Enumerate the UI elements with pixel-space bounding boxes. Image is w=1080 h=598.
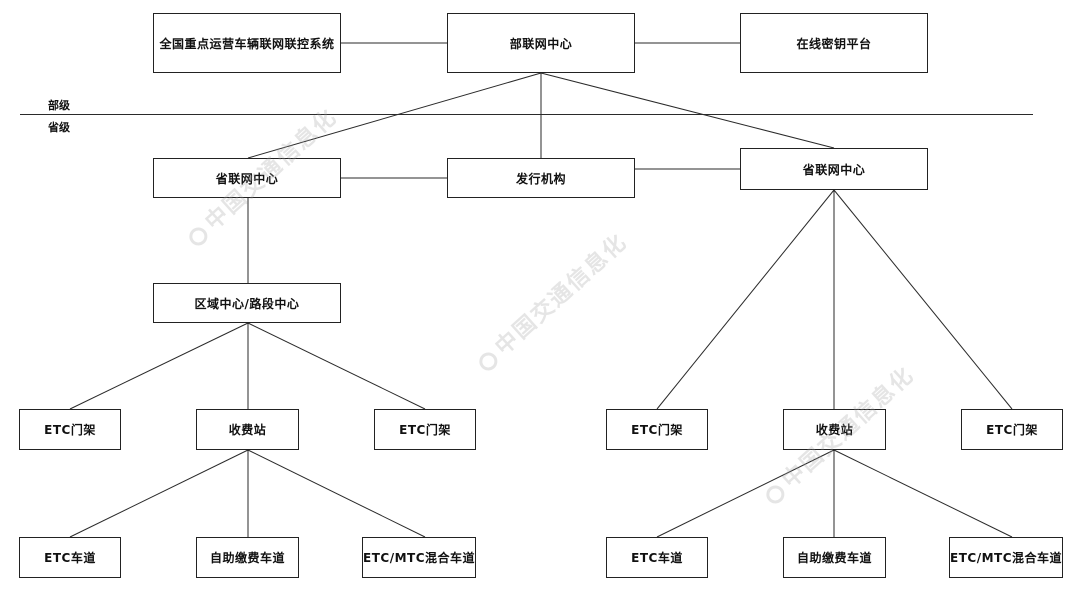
node-right-lane-self: 自助缴费车道 <box>783 537 886 578</box>
edge-province-right-gantry-a <box>656 189 835 410</box>
edge-right-toll-lane-mixed <box>833 449 1013 538</box>
edge-right-toll-lane-etc <box>656 449 835 538</box>
node-regional-center: 区域中心/路段中心 <box>153 283 341 323</box>
edge-ministry-province-left <box>247 72 542 159</box>
edge-left-toll-lane-etc <box>69 449 249 538</box>
node-left-lane-self: 自助缴费车道 <box>196 537 299 578</box>
edge-regional-gantry-b <box>247 322 426 410</box>
node-province-center-left: 省联网中心 <box>153 158 341 198</box>
node-left-lane-mixed: ETC/MTC混合车道 <box>362 537 476 578</box>
node-province-center-right: 省联网中心 <box>740 148 928 190</box>
node-right-gantry-b: ETC门架 <box>961 409 1063 450</box>
level-label-province: 省级 <box>48 121 70 134</box>
edge-ministry-province-right <box>540 72 835 149</box>
node-online-key-platform: 在线密钥平台 <box>740 13 928 73</box>
node-left-lane-etc: ETC车道 <box>19 537 121 578</box>
node-right-lane-etc: ETC车道 <box>606 537 708 578</box>
node-left-gantry-a: ETC门架 <box>19 409 121 450</box>
node-issuer: 发行机构 <box>447 158 635 198</box>
node-left-gantry-b: ETC门架 <box>374 409 476 450</box>
node-right-toll-station: 收费站 <box>783 409 886 450</box>
node-national-system: 全国重点运营车辆联网联控系统 <box>153 13 341 73</box>
node-right-gantry-a: ETC门架 <box>606 409 708 450</box>
edge-left-toll-lane-mixed <box>247 449 426 538</box>
edge-regional-gantry-a <box>69 322 249 410</box>
node-left-toll-station: 收费站 <box>196 409 299 450</box>
level-label-ministry: 部级 <box>48 99 70 112</box>
edge-province-right-gantry-b <box>833 189 1013 410</box>
node-right-lane-mixed: ETC/MTC混合车道 <box>949 537 1063 578</box>
node-ministry-center: 部联网中心 <box>447 13 635 73</box>
